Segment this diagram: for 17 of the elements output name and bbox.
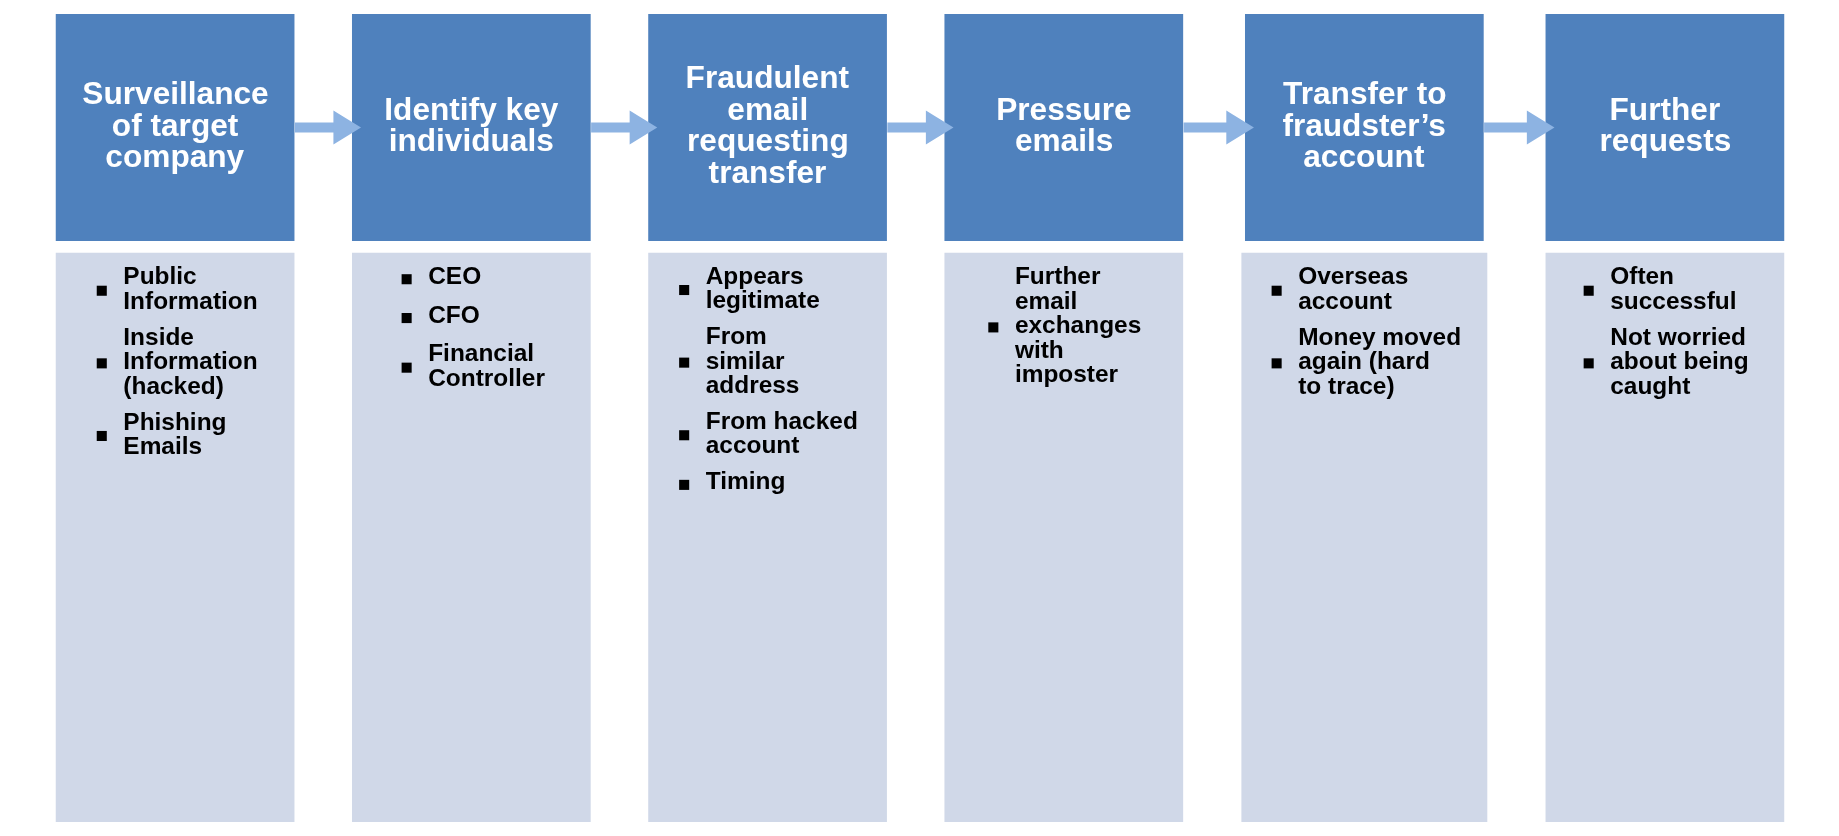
node-box: Further requests <box>1545 13 1784 242</box>
arrow <box>1483 110 1554 145</box>
arrow <box>294 110 361 145</box>
node-box: Identify key individuals <box>351 13 591 242</box>
node-box: Overseas account Money moved again (hard to trace) <box>1240 252 1487 823</box>
node-box: Public Information Inside Information (hacked) Phishing Emails <box>55 252 294 823</box>
node-box: Further email exchanges with imposter <box>943 252 1183 823</box>
node-box: Fraudulent email requesting transfer <box>647 13 887 242</box>
arrow <box>590 110 657 145</box>
arrow <box>886 110 953 145</box>
node-box: Often successful Not worried about being caught <box>1545 252 1784 823</box>
arrow <box>1183 110 1254 145</box>
node-box: Transfer to fraudster’s account <box>1244 13 1484 242</box>
node-box: Pressure emails <box>943 13 1183 242</box>
node-box: Surveillance of target company <box>55 13 294 242</box>
node-box: Appears legitimate From similar address From hacked account Timing <box>647 252 887 823</box>
node-box: CEO CFO Financial Controller <box>351 252 591 823</box>
